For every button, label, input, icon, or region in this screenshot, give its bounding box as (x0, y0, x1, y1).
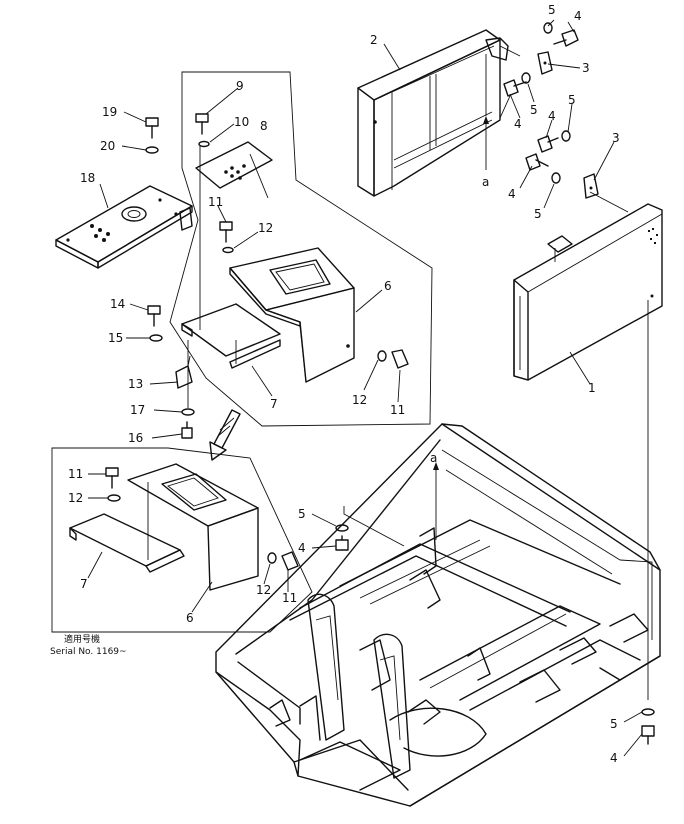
callout-7-upper: 7 (270, 397, 278, 411)
bolt-14 (147, 305, 161, 327)
callout-12-upper-b: 12 (352, 393, 367, 407)
part-2-side-cover (357, 29, 521, 197)
bolt-4-right (537, 135, 559, 153)
callout-6-lower: 6 (186, 611, 194, 625)
callout-5-right: 5 (568, 93, 576, 107)
callout-11-upper-b: 11 (390, 403, 405, 417)
part-7-bracket-lower (69, 513, 185, 573)
callout-1: 1 (588, 381, 596, 395)
callout-labels: 2 1 3 3 4 5 4 5 4 5 4 5 a 6 8 9 10 11 12… (68, 3, 620, 765)
washer-12-lower-a (107, 494, 121, 502)
callout-18: 18 (80, 171, 95, 185)
callout-4-frame: 4 (298, 541, 306, 555)
arrow-down (209, 409, 241, 461)
callout-2: 2 (370, 33, 378, 47)
lower-detail-outline (51, 447, 313, 633)
callout-10: 10 (234, 115, 249, 129)
part-8-plate (195, 141, 273, 189)
arrow-a-upper (483, 116, 489, 124)
bolt-4-frame (335, 535, 349, 551)
callout-3-upper: 3 (582, 61, 590, 75)
upper-detail-outline (169, 71, 433, 427)
washer-20 (145, 146, 159, 154)
callout-5-left: 5 (534, 207, 542, 221)
callout-11-upper-a: 11 (208, 195, 223, 209)
bolt-4-left (525, 153, 549, 171)
callout-4-mid: 4 (514, 117, 522, 131)
washer-17 (181, 408, 195, 416)
callout-5-mid: 5 (530, 103, 538, 117)
callout-12-lower-b: 12 (256, 583, 271, 597)
bolt-11-upper-b (391, 349, 409, 369)
callout-a-upper: a (482, 175, 489, 189)
callout-5-bottom: 5 (610, 717, 618, 731)
part-1-front-cover (513, 191, 663, 381)
callout-5-frame: 5 (298, 507, 306, 521)
bolt-4-top (553, 29, 579, 47)
callout-4-top: 4 (574, 9, 582, 23)
washer-12-upper-a (222, 246, 234, 254)
callout-11-lower-a: 11 (68, 467, 83, 481)
bolt-11-lower-b (281, 551, 299, 571)
callout-15: 15 (108, 331, 123, 345)
washer-5-mid (521, 72, 531, 84)
bolt-4-bottom (641, 725, 655, 745)
callout-12-lower-a: 12 (68, 491, 83, 505)
callout-12-upper-a: 12 (258, 221, 273, 235)
callout-17: 17 (130, 403, 145, 417)
callout-19: 19 (102, 105, 117, 119)
callout-20: 20 (100, 139, 115, 153)
bolt-11-lower-a (105, 467, 119, 489)
callout-9: 9 (236, 79, 244, 93)
callout-a-lower: a (430, 451, 437, 465)
callout-16: 16 (128, 431, 143, 445)
part-6-box-cover-upper (229, 247, 355, 383)
nut-16 (181, 421, 193, 439)
washer-5-left (551, 172, 561, 184)
part-18-plate (55, 185, 193, 269)
callout-3-lower: 3 (612, 131, 620, 145)
serial-note-japanese: 適用号機 (64, 633, 100, 645)
part-13-stay (175, 355, 193, 389)
washer-12-upper-b (377, 350, 387, 362)
bolt-9 (195, 113, 209, 135)
callout-14: 14 (110, 297, 125, 311)
part-6-box-cover-lower (127, 463, 259, 591)
callout-13: 13 (128, 377, 143, 391)
callout-11-lower-b: 11 (282, 591, 297, 605)
callout-4-bottom: 4 (610, 751, 618, 765)
callout-6-upper: 6 (384, 279, 392, 293)
callout-4-left: 4 (508, 187, 516, 201)
washer-12-lower-b (267, 552, 277, 564)
serial-note-text: Serial No. 1169~ (50, 647, 127, 657)
callout-7-lower: 7 (80, 577, 88, 591)
bolt-11-upper-a (219, 221, 233, 243)
part-3-bracket-lower (583, 173, 599, 199)
callout-8: 8 (260, 119, 268, 133)
washer-5-top (543, 22, 553, 34)
washer-5-bottom (641, 708, 655, 716)
leader-lines (87, 19, 643, 757)
part-7-bracket-upper (181, 303, 281, 369)
arrow-a-lower (433, 462, 439, 470)
bolt-19 (145, 117, 159, 139)
washer-5-right (561, 130, 571, 142)
bolt-4-mid (503, 79, 527, 97)
callout-5-top: 5 (548, 3, 556, 17)
part-3-bracket-upper (537, 51, 553, 75)
washer-10 (198, 140, 210, 148)
main-frame (215, 423, 661, 807)
callout-4-right: 4 (548, 109, 556, 123)
washer-15 (149, 334, 163, 342)
washer-5-frame (335, 524, 349, 532)
